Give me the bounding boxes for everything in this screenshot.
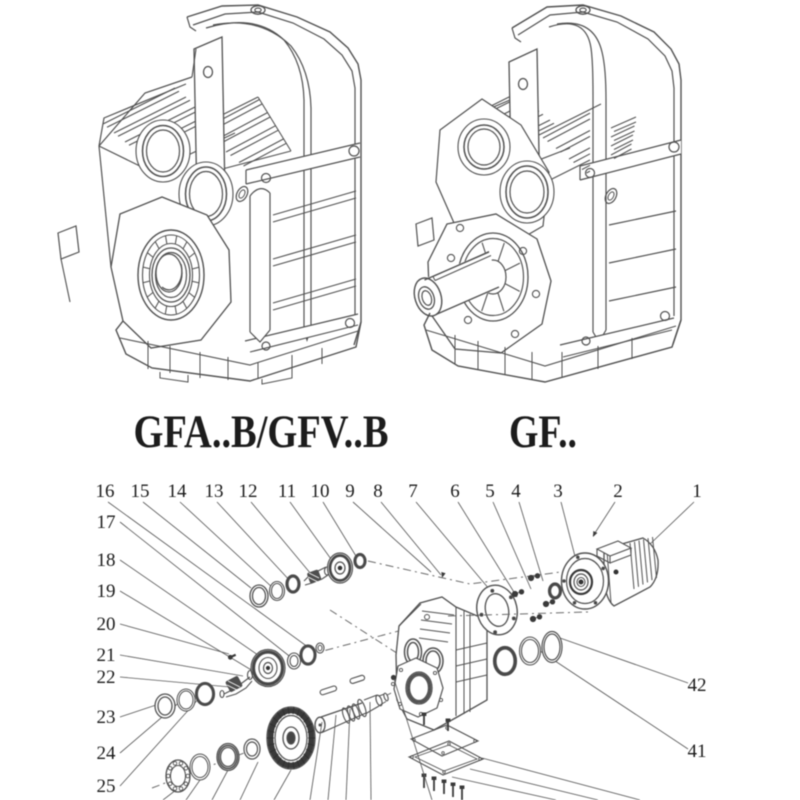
svg-text:24: 24 <box>97 743 117 764</box>
svg-text:3: 3 <box>553 481 563 502</box>
svg-text:13: 13 <box>205 481 224 502</box>
svg-text:4: 4 <box>511 481 521 502</box>
svg-text:15: 15 <box>131 481 150 502</box>
svg-text:25: 25 <box>97 776 116 797</box>
svg-text:16: 16 <box>96 481 115 502</box>
svg-text:11: 11 <box>278 481 296 502</box>
svg-text:1: 1 <box>692 481 702 502</box>
svg-text:18: 18 <box>97 550 116 571</box>
svg-text:17: 17 <box>97 512 116 533</box>
svg-text:10: 10 <box>311 481 330 502</box>
svg-text:6: 6 <box>450 481 460 502</box>
svg-text:12: 12 <box>239 481 258 502</box>
svg-text:GFA..B/GFV..B: GFA..B/GFV..B <box>134 406 389 458</box>
svg-text:7: 7 <box>408 481 418 502</box>
svg-text:GF..: GF.. <box>509 406 577 458</box>
svg-text:9: 9 <box>345 481 355 502</box>
svg-text:42: 42 <box>688 675 707 696</box>
svg-text:8: 8 <box>373 481 383 502</box>
svg-text:5: 5 <box>485 481 495 502</box>
svg-text:21: 21 <box>97 645 116 666</box>
svg-text:14: 14 <box>168 481 188 502</box>
svg-text:23: 23 <box>97 707 116 728</box>
svg-text:2: 2 <box>613 481 623 502</box>
svg-text:22: 22 <box>97 667 116 688</box>
svg-text:41: 41 <box>688 741 707 762</box>
svg-text:19: 19 <box>97 581 116 602</box>
svg-text:20: 20 <box>97 614 116 635</box>
